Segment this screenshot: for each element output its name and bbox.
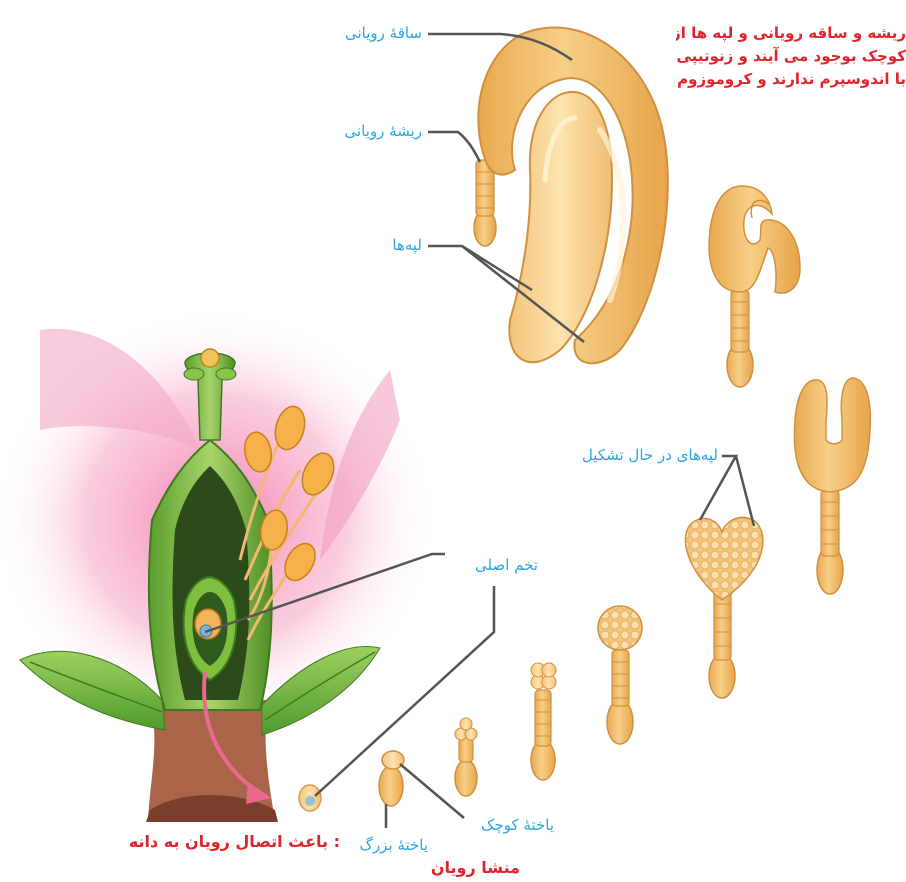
leader-embryo-root [428,132,480,162]
label-forming-cotyledons: لپه‌های در حال تشکیل [582,446,718,464]
stage-globular [598,606,642,744]
annotation-large-cell-role: : باعث اتصال رویان به دانه [129,832,340,851]
stage-two-cell [379,751,404,806]
label-zygote: تخم اصلی [475,556,538,574]
stage-heart [685,517,762,698]
stage-walking-stick [709,186,800,387]
stage-four [531,663,556,780]
stage-three [455,718,477,796]
stage-zygote [299,785,321,811]
annotation-note-line-2: کوچک بوجود می آیند و زنوتیپی یکسان [676,45,906,68]
stage-torpedo [794,378,870,594]
label-cotyledons: لپه‌ها [392,236,422,254]
annotation-note-line-1: ریشه و ساقه رویانی و لپه ها از یاخته [676,22,906,45]
annotation-note: ریشه و ساقه رویانی و لپه ها از یاخته کوچ… [676,22,906,91]
leader-small-cell [400,764,464,818]
label-embryo-root: ریشهٔ رویانی [344,122,422,140]
annotation-note-line-3: با اندوسپرم ندارند و کروموزوم دارند که 2… [676,68,906,91]
label-embryo-stem: ساقهٔ رویانی [345,24,422,42]
annotation-embryo-origin: منشا رویان [431,858,520,877]
stage-mature-embryo [474,28,668,364]
leader-forming-cotyledons [700,456,754,526]
label-large-cell: یاختهٔ بزرگ [360,836,428,854]
label-small-cell: یاختهٔ کوچک [481,816,554,834]
stigma [201,349,219,367]
